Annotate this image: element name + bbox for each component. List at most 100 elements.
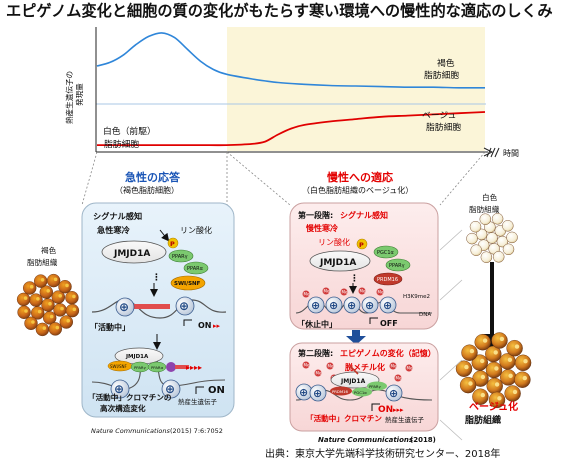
svg-text:PGC1α: PGC1α xyxy=(354,390,367,395)
svg-text:⊕: ⊕ xyxy=(311,299,320,312)
svg-text:Me: Me xyxy=(324,289,330,294)
svg-text:⊕: ⊕ xyxy=(365,299,374,312)
lipid-droplet xyxy=(58,294,62,298)
acute-subtitle: （褐色脂肪細胞） xyxy=(115,185,179,195)
adipocyte-cell xyxy=(35,322,50,337)
chronic-h3k9me2-label: H3K9me2 xyxy=(403,294,430,300)
svg-text:PRDM16: PRDM16 xyxy=(332,389,349,394)
svg-text:⊕: ⊕ xyxy=(299,386,308,399)
chronic-active-chromatin: ⊕ ⊕ ⊕ JMJD1A PRDM16 PGC1α PPARγ xyxy=(295,365,433,402)
adipocyte-cell xyxy=(461,344,478,361)
adipocyte-cell xyxy=(491,213,504,225)
svg-text:P: P xyxy=(170,240,175,248)
adipocyte-cell xyxy=(475,228,488,241)
adipocyte-cell xyxy=(474,334,491,351)
series-line-brown xyxy=(96,32,486,89)
lipid-droplet xyxy=(42,326,47,330)
adipocyte-cell xyxy=(486,232,498,244)
chronic-pparg-protein xyxy=(385,258,411,272)
svg-text:PPARγ: PPARγ xyxy=(369,384,382,389)
lipid-droplet xyxy=(72,307,77,312)
connector-lines xyxy=(81,151,486,206)
beige-tissue-line1: ベージュ化 xyxy=(469,400,518,413)
svg-text:PPARγ: PPARγ xyxy=(172,254,188,260)
adipocyte-cell xyxy=(53,303,67,317)
acute-phase-region xyxy=(97,27,227,151)
svg-text:Me: Me xyxy=(378,290,384,295)
acute-ppara-protein xyxy=(183,261,209,275)
chronic-ellipsis: ⋮ xyxy=(350,274,359,284)
adipocyte-cell xyxy=(65,291,79,305)
chronic-on: ON xyxy=(378,405,393,415)
svg-text:⊕: ⊕ xyxy=(165,382,175,396)
adipocyte-cell xyxy=(29,293,43,307)
chronic-subtitle: （白色脂肪組織のベージュ化） xyxy=(302,185,413,195)
lipid-droplet xyxy=(497,396,502,401)
chronic-jmjd1a-protein xyxy=(309,250,371,272)
chronic-stage1-prefix: 第一段階: xyxy=(298,210,333,220)
svg-text:JMJD1A: JMJD1A xyxy=(125,354,149,360)
acute-nucleosome-1 xyxy=(115,297,135,317)
acute-cold-arrow xyxy=(159,229,170,242)
chronic-citation-detail: (2018) xyxy=(410,436,436,444)
adipocyte-cell xyxy=(479,213,491,225)
acute-jmjd1a-protein xyxy=(101,240,167,264)
acute-on-1: ON xyxy=(198,321,212,330)
adipocyte-cell xyxy=(480,251,493,263)
acute-nucleosome-4 xyxy=(161,379,181,399)
lipid-droplet xyxy=(37,309,42,314)
adipocyte-cell xyxy=(46,273,61,288)
beige-tissue-line2: 脂肪組織 xyxy=(464,414,501,426)
svg-text:JMJD1A: JMJD1A xyxy=(319,258,356,268)
svg-text:▸▸▸▸: ▸▸▸▸ xyxy=(186,363,202,372)
chronic-gene-label: 熱産生遺伝子 xyxy=(385,415,425,424)
chronic-prdm16-protein xyxy=(373,272,403,286)
adipocyte-cell xyxy=(486,377,503,395)
chronic-dna-strand: ⊕ ⊕ ⊕ ⊕ ⊕ xyxy=(295,296,432,314)
svg-text:SWI/SNF: SWI/SNF xyxy=(174,281,201,287)
svg-text:Me: Me xyxy=(360,289,366,294)
acute-promoter-arrow xyxy=(183,319,192,326)
adipocyte-cell xyxy=(506,231,518,244)
lipid-droplet xyxy=(480,358,485,364)
svg-text:Me: Me xyxy=(407,366,413,371)
adipocyte-cell xyxy=(23,281,37,295)
adipocyte-cell xyxy=(504,385,521,402)
lipid-droplet xyxy=(469,348,475,354)
svg-text:⊕: ⊕ xyxy=(389,387,398,400)
expression-chart: 時間 熱産生遺伝子の 発現量 褐色脂肪細胞 ベージュ脂肪細胞 白色（前駆）脂肪細… xyxy=(64,27,519,158)
lipid-droplet xyxy=(514,344,520,349)
svg-text:P: P xyxy=(359,241,364,249)
chronic-on-arrows: ▸▸▸ xyxy=(393,406,404,414)
adipocyte-cell xyxy=(34,274,48,288)
lipid-droplet xyxy=(53,277,58,282)
chronic-demethyl-label: 脱メチル化 xyxy=(345,362,385,372)
chronic-title: 慢性への適応 xyxy=(327,170,393,184)
svg-text:⊕: ⊕ xyxy=(119,300,129,314)
svg-text:⊕: ⊕ xyxy=(114,382,124,396)
lipid-droplet xyxy=(48,301,52,306)
svg-text:発現量: 発現量 xyxy=(75,83,84,106)
brown-tissue-line1: 褐色 xyxy=(41,245,57,255)
adipocyte-cell xyxy=(58,280,72,294)
acute-on-2: ON xyxy=(208,385,225,396)
adipocyte-cell xyxy=(466,232,478,245)
tissue-illustrations: 褐色 脂肪組織 白色 脂肪組織 ベージュ化 脂肪組織 xyxy=(16,192,532,441)
adipocyte-cell xyxy=(459,376,477,394)
lipid-droplet xyxy=(23,296,28,300)
acute-active2-line2: 高次構造変化 xyxy=(100,403,146,413)
chronic-off: OFF xyxy=(380,319,398,328)
acute-pparg-protein xyxy=(168,249,194,263)
adipocyte-cell xyxy=(24,316,38,330)
brown-adipose-tissue-icon xyxy=(16,273,80,337)
acute-swi-snf-protein xyxy=(170,275,206,291)
adipocyte-cell xyxy=(485,361,503,379)
svg-text:Me: Me xyxy=(304,363,310,368)
lipid-droplet xyxy=(65,283,69,288)
chronic-phospho-label: リン酸化 xyxy=(318,237,350,247)
beige-series-label: ベージュ脂肪細胞 xyxy=(422,111,461,133)
chronic-stage-arrow xyxy=(346,330,366,345)
chronic-adaptation-panel: 慢性への適応 （白色脂肪組織のベージュ化） 第一段階: シグナル感知 慢性寒冷 … xyxy=(289,170,439,444)
